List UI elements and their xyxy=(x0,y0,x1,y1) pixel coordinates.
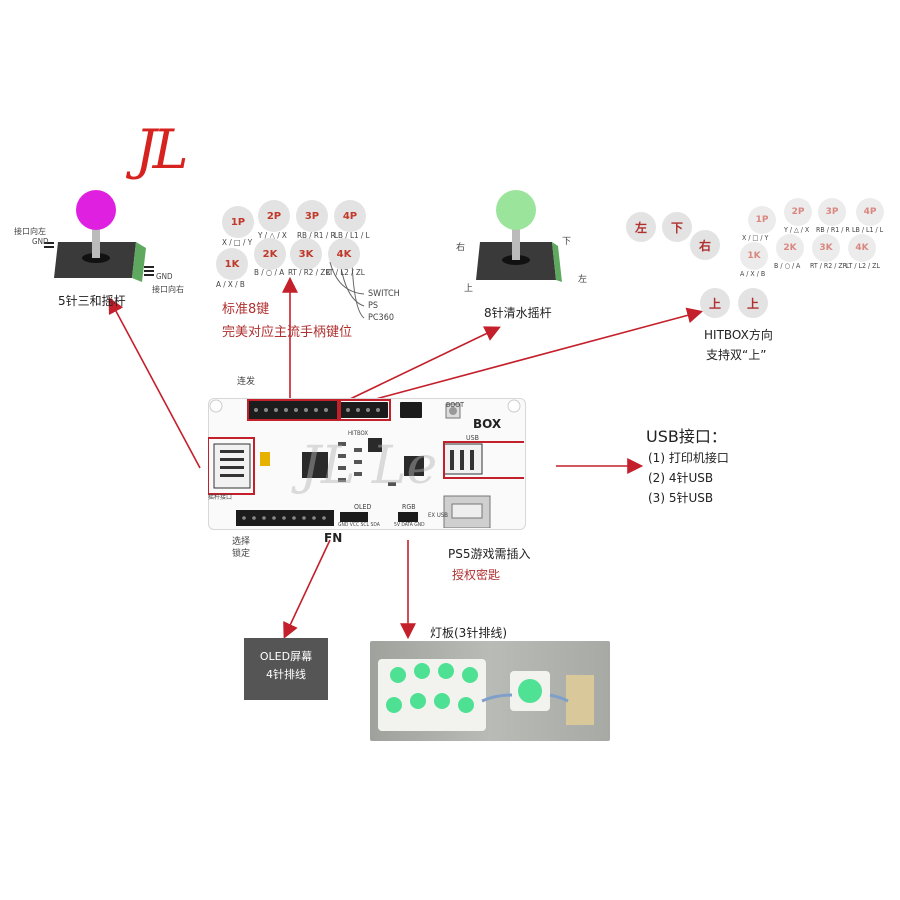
hitbox-1K-sub: A / X / B xyxy=(740,270,766,278)
light-board-label: 灯板(3针排线) xyxy=(430,626,507,640)
hitbox-caption-2: 支持双“上” xyxy=(706,348,767,362)
hitbox-3K-sub: RT / R2 / ZR xyxy=(810,262,848,270)
board-oled-label: OLED xyxy=(354,503,372,511)
joystick8-right-label: 右 xyxy=(456,243,466,253)
button-1K: 1K xyxy=(216,248,248,280)
button-2P-sub: Y / △ / X xyxy=(258,231,287,240)
button-4K: 4K xyxy=(328,238,360,270)
joystick5-right-bottom-label: 接口向右 xyxy=(152,285,184,294)
joystick-8pin-illustration xyxy=(476,190,562,282)
arrow-to-5pin-joystick xyxy=(108,297,201,469)
joystick5-left-gnd-label: GND xyxy=(32,237,49,246)
watermark: JL Le xyxy=(300,436,438,496)
hitbox-3P-sub: RB / R1 / R xyxy=(816,226,850,234)
board-boot-label: BOOT xyxy=(446,401,464,409)
hitbox-button-1K: 1K xyxy=(740,242,768,270)
joystick8-up-label: 上 xyxy=(464,284,474,294)
board-usb-tag: USB xyxy=(466,434,479,442)
hitbox-button-4P: 4P xyxy=(856,198,884,226)
hitbox-caption-1: HITBOX方向 xyxy=(704,328,773,342)
button-3P: 3P xyxy=(296,200,328,232)
hitbox-down-button: 下 xyxy=(662,212,692,242)
hitbox-up-button-1: 上 xyxy=(700,288,730,318)
joystick8-down-label: 下 xyxy=(562,237,572,247)
arrow-to-hitbox xyxy=(371,307,704,401)
button-2P: 2P xyxy=(258,200,290,232)
button-2K: 2K xyxy=(254,238,286,270)
hitbox-1P-sub: X / □ / Y xyxy=(742,234,769,242)
board-rgb-pins: 5V DATA GND xyxy=(394,522,425,528)
hitbox-button-3P: 3P xyxy=(818,198,846,226)
board-rocker-tag: 摇杆接口 xyxy=(208,494,233,501)
joystick5-label: 5针三和摇杆 xyxy=(58,294,126,308)
ps5-line2: 授权密匙 xyxy=(452,568,501,582)
buttons8-caption-2: 完美对应主流手柄键位 xyxy=(222,325,353,340)
hitbox-button-1P: 1P xyxy=(748,206,776,234)
usb-title: USB接口： xyxy=(646,427,727,446)
oled-box: OLED屏幕 4针排线 xyxy=(244,638,328,700)
hitbox-4K-sub: LT / L2 / ZL xyxy=(846,262,880,270)
ps5-line1: PS5游戏需插入 xyxy=(448,547,531,561)
hitbox-up-button-2: 上 xyxy=(738,288,768,318)
usb-item-3: (3) 5针USB xyxy=(648,491,714,505)
button-4P-sub: LB / L1 / L xyxy=(334,231,370,240)
board-turbo-label: 连发 xyxy=(237,377,256,387)
button-2K-sub: B / ○ / A xyxy=(254,268,285,277)
board-fn-label: FN xyxy=(324,531,343,545)
light-board-photo xyxy=(370,641,610,741)
joystick8-label: 8针清水摇杆 xyxy=(484,306,552,320)
board-oled-pins: GND VCC SCL SDA xyxy=(338,522,380,528)
button-3P-sub: RB / R1 / R xyxy=(297,231,336,240)
button-1P: 1P xyxy=(222,206,254,238)
board-exusb-label: EX USB xyxy=(428,512,448,519)
hitbox-4P-sub: LB / L1 / L xyxy=(852,226,884,234)
board-rgb-label: RGB xyxy=(402,503,416,511)
usb-list: (1) 打印机接口 (2) 4针USB (3) 5针USB xyxy=(648,448,729,508)
board-components xyxy=(208,399,524,528)
hitbox-button-2K: 2K xyxy=(776,234,804,262)
board-select-label: 选择 xyxy=(232,537,251,547)
button-1P-sub: X / □ / Y xyxy=(222,238,253,247)
hitbox-2P-sub: Y / △ / X xyxy=(784,226,810,234)
oled-line1: OLED屏幕 xyxy=(259,650,313,663)
button-4P: 4P xyxy=(334,200,366,232)
joystick5-left-top-label: 接口向左 xyxy=(14,227,46,236)
usb-item-2: (2) 4针USB xyxy=(648,471,714,485)
platform-ps: PS xyxy=(368,301,379,311)
joystick5-right-gnd-label: GND xyxy=(156,272,173,281)
light-board-image xyxy=(378,659,594,731)
arrow-to-oled xyxy=(283,539,331,639)
button-4K-sub: LT / L2 / ZL xyxy=(326,268,365,277)
hitbox-button-3K: 3K xyxy=(812,234,840,262)
button-1K-sub: A / X / B xyxy=(216,280,245,289)
board-lock-label: 锁定 xyxy=(232,549,251,559)
jl-logo: JL xyxy=(135,118,188,181)
platform-switch: SWITCH xyxy=(368,289,400,299)
hitbox-button-2P: 2P xyxy=(784,198,812,226)
hitbox-button-4K: 4K xyxy=(848,234,876,262)
hitbox-left-button: 左 xyxy=(626,212,656,242)
hitbox-right-button: 右 xyxy=(690,230,720,260)
arrow-to-8pin-joystick xyxy=(347,326,501,401)
hitbox-2K-sub: B / ○ / A xyxy=(774,262,801,270)
joystick-5pin-illustration xyxy=(44,190,154,282)
buttons8-caption-1: 标准8键 xyxy=(222,302,270,317)
usb-item-1: (1) 打印机接口 xyxy=(648,451,729,465)
board-hitbox-tag: HITBOX xyxy=(348,430,369,437)
oled-line2: 4针排线 xyxy=(266,668,306,681)
platform-pc360: PC360 xyxy=(368,313,394,323)
board-title: BOX xyxy=(473,417,502,431)
button-3K-sub: RT / R2 / ZR xyxy=(288,268,331,277)
joystick8-left-label: 左 xyxy=(578,275,588,285)
button-3K: 3K xyxy=(290,238,322,270)
